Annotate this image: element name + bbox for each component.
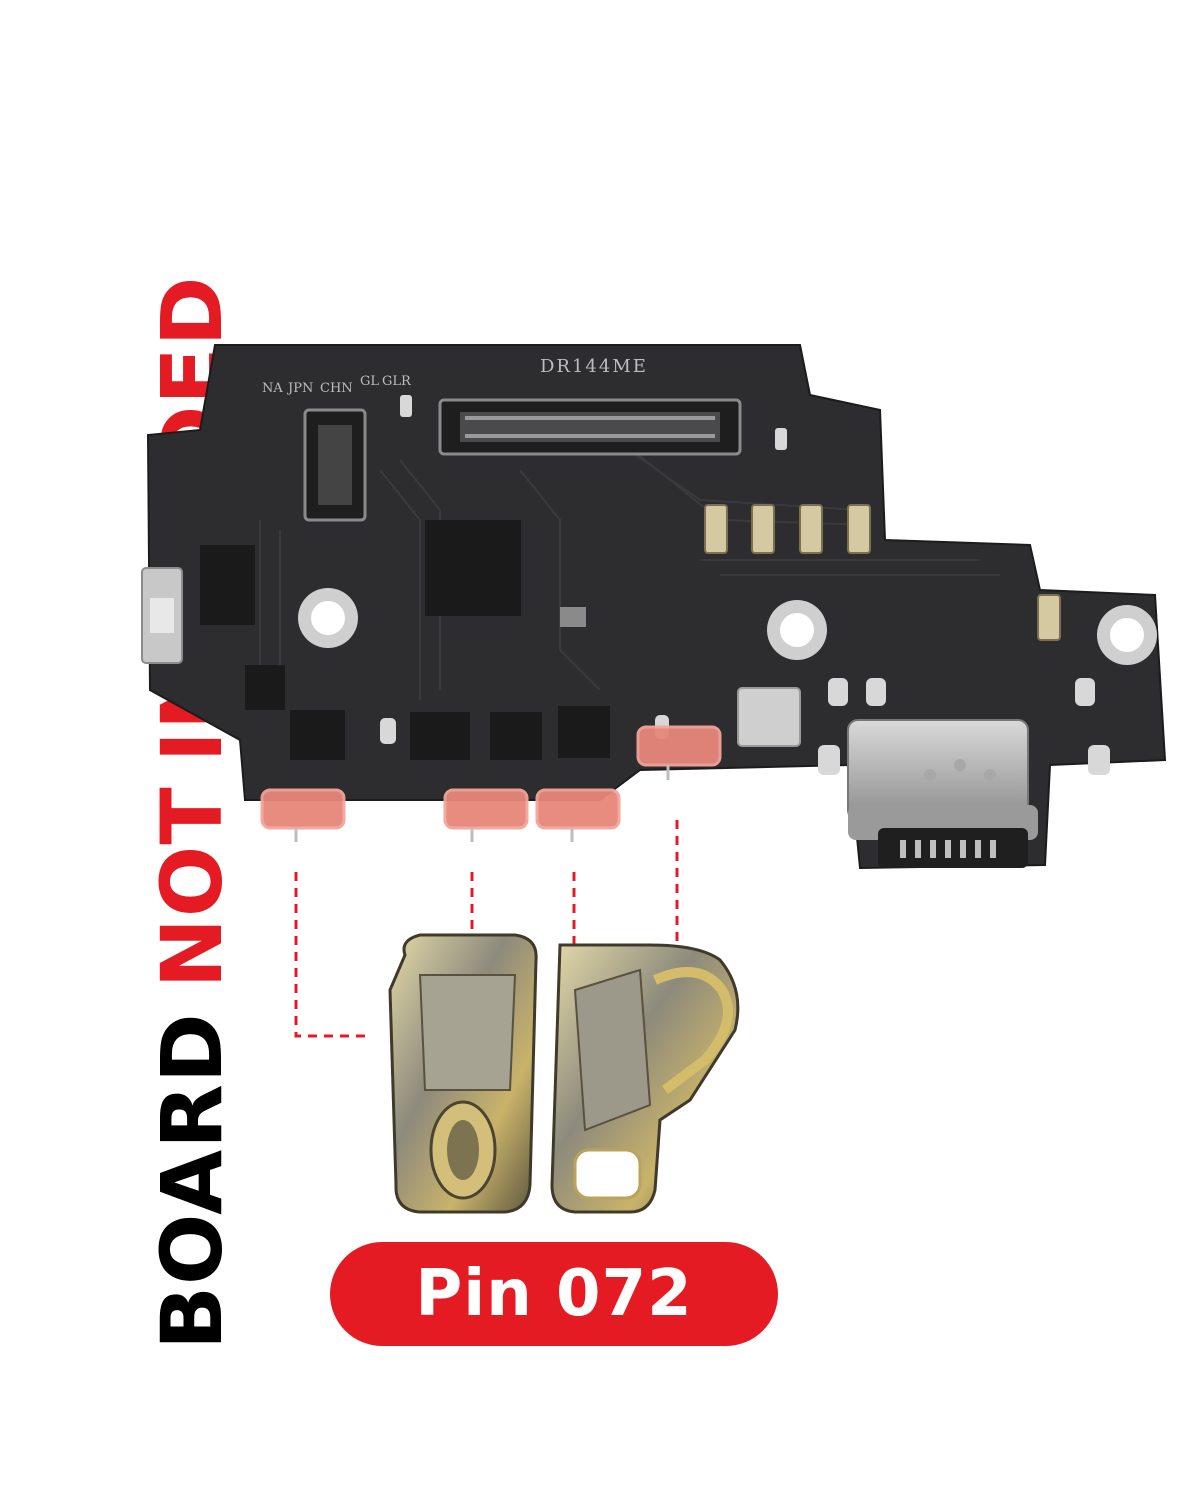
- usb-c-port-icon: [847, 719, 1038, 868]
- board-part-code: DR144ME: [540, 356, 648, 377]
- silk-label-jpn: JPN: [286, 381, 313, 396]
- silk-label-glr: GLR: [382, 374, 412, 389]
- silk-label-chn: CHN: [320, 381, 353, 396]
- pin-number-badge: Pin 072: [330, 1242, 778, 1346]
- silk-label-na: NA: [262, 381, 283, 396]
- silk-label-gl: GL: [360, 374, 379, 389]
- pogo-pin-connector-icon: [388, 933, 740, 1214]
- charging-port-board-icon: DR144ME NA JPN CHN GL GLR: [141, 344, 1167, 870]
- pin-number-label: Pin 072: [415, 1257, 693, 1331]
